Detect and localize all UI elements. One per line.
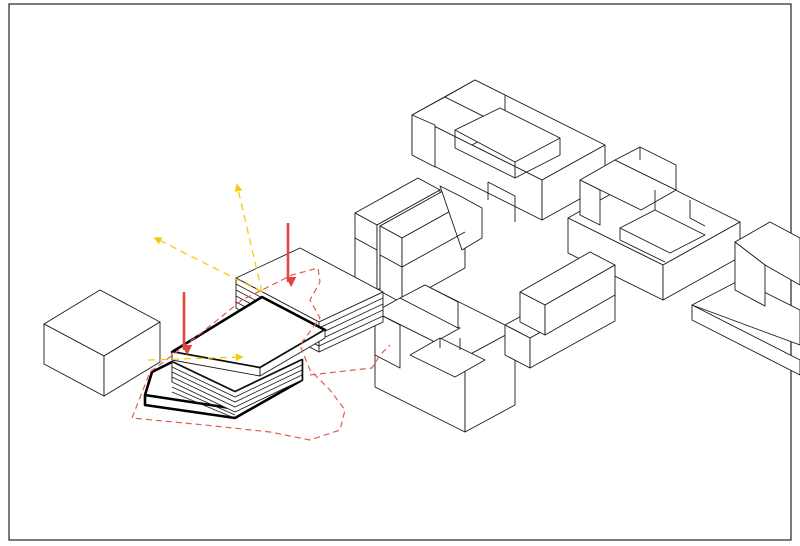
courtyard-block-front <box>374 284 516 433</box>
yellow-dashed-arrow <box>147 353 244 362</box>
left-low-block <box>43 289 161 397</box>
courtyard-block-top <box>411 79 606 222</box>
yellow-dashed-arrow <box>234 183 263 293</box>
edge-block-right <box>691 221 800 376</box>
stepped-block <box>504 251 616 369</box>
highlighted-building <box>143 295 327 420</box>
site-outline-dashed <box>131 267 346 441</box>
site-outline-dashed-inner <box>309 344 391 376</box>
courtyard-block-right <box>567 146 741 301</box>
yellow-dashed-arrow <box>153 237 263 293</box>
slab-pair <box>354 177 483 304</box>
